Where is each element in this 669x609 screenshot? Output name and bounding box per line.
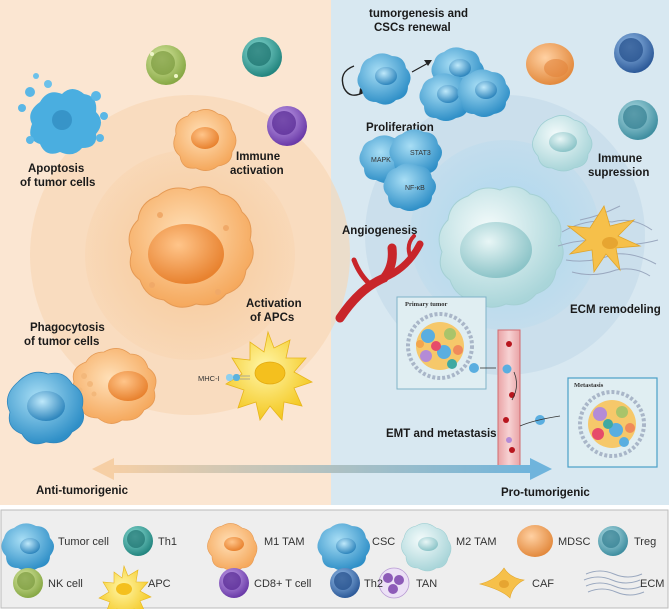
anti-tumorigenic-label: Anti-tumorigenic [36, 485, 129, 497]
activation-apcs-label: Activation of APCs [246, 298, 305, 324]
blood-vessel-branch-icon [335, 234, 424, 323]
ecm-remodeling-label: ECM remodeling [570, 304, 661, 316]
caf-icon [478, 567, 525, 599]
nk-cell-icon [13, 568, 43, 598]
mhc-receptor-icon [226, 374, 250, 381]
metastasis-label: Metastasis [574, 382, 604, 389]
tumor-cell-phagocytosed-icon [6, 371, 85, 445]
legend-label-th1: Th1 [158, 536, 177, 548]
caf-ecm-icon [557, 205, 659, 277]
apoptotic-tumor-cell-icon [18, 73, 108, 155]
cd8-t-cell-icon [219, 568, 249, 598]
tumorgenesis-label: tumorgenesis and CSCs renewal [369, 8, 471, 34]
legend-label-treg: Treg [634, 536, 656, 548]
th1-cell-icon [242, 37, 282, 77]
th2-icon [330, 568, 360, 598]
mdsc-icon [517, 525, 553, 557]
tumor-cell-icon [1, 523, 55, 571]
legend-label-mdsc: MDSC [558, 536, 590, 548]
vertical-blood-vessel-icon [497, 329, 521, 471]
phagocytosis-label: Phagocytosis of tumor cells [24, 322, 108, 348]
central-m1-tam-icon [128, 186, 254, 308]
immune-activation-label: Immune activation [230, 151, 284, 177]
angiogenesis-label: Angiogenesis [342, 225, 417, 237]
apoptosis-label: Apoptosis of tumor cells [20, 163, 95, 189]
mhc-label: MHC-I [198, 374, 220, 383]
small-m2-tam-icon [532, 115, 593, 172]
legend-label-tan: TAN [416, 578, 437, 590]
signaling-cells-icon [359, 129, 442, 211]
stat3-label: STAT3 [410, 150, 431, 157]
self-renewal-arrow [341, 65, 365, 96]
legend-label-cd8: CD8+ T cell [254, 578, 311, 590]
tumorigenic-spectrum-arrow [92, 458, 552, 480]
legend-label-tumor-cell: Tumor cell [58, 536, 109, 548]
pro-tumorigenic-label: Pro-tumorigenic [501, 487, 590, 499]
emt-metastasis-label: EMT and metastasis [386, 428, 497, 440]
phagocytosing-m1-tam-icon [71, 348, 157, 424]
m2-tam-icon [401, 523, 452, 572]
treg-icon [598, 526, 628, 556]
th2-cell-icon [614, 33, 654, 73]
apc-cell-icon [225, 330, 313, 421]
central-m2-tam-icon [438, 186, 564, 308]
m1-tam-icon [207, 523, 258, 572]
ecm-icon [583, 570, 645, 596]
primary-tumor-mass-icon [406, 312, 474, 380]
immune-supression-label: Immune supression [588, 153, 649, 179]
legend-label-th2: Th2 [364, 578, 383, 590]
csc-cell-icon [357, 53, 411, 105]
legend-label-csc: CSC [372, 536, 395, 548]
legend-label-m1-tam: M1 TAM [264, 536, 305, 548]
legend-label-m2-tam: M2 TAM [456, 536, 497, 548]
legend-label-nk-cell: NK cell [48, 578, 83, 590]
th1-icon [123, 526, 153, 556]
renewal-arrowhead [424, 60, 432, 66]
mdsc-cell-icon [526, 43, 574, 85]
tan-icon [378, 567, 410, 599]
small-m1-tam-icon [173, 109, 237, 171]
csc-cluster-icon [419, 47, 510, 121]
escaping-tumor-cell-icon [469, 363, 479, 373]
csc-icon [317, 523, 370, 571]
apc-icon [98, 564, 152, 609]
legend-label-caf: CAF [532, 578, 554, 590]
primary-tumor-label: Primary tumor [405, 301, 448, 308]
nfkb-label: NF-κB [405, 185, 425, 192]
metastatic-tumor-mass-icon [578, 390, 646, 458]
treg-cell-icon [618, 100, 658, 140]
legend-label-apc: APC [148, 578, 171, 590]
nk-cell-icon [146, 45, 186, 85]
legend-label-ecm: ECM [640, 578, 664, 590]
mapk-label: MAPK [371, 157, 391, 164]
cd8-t-cell-icon [267, 106, 307, 146]
extravasation-arrow [519, 415, 561, 427]
